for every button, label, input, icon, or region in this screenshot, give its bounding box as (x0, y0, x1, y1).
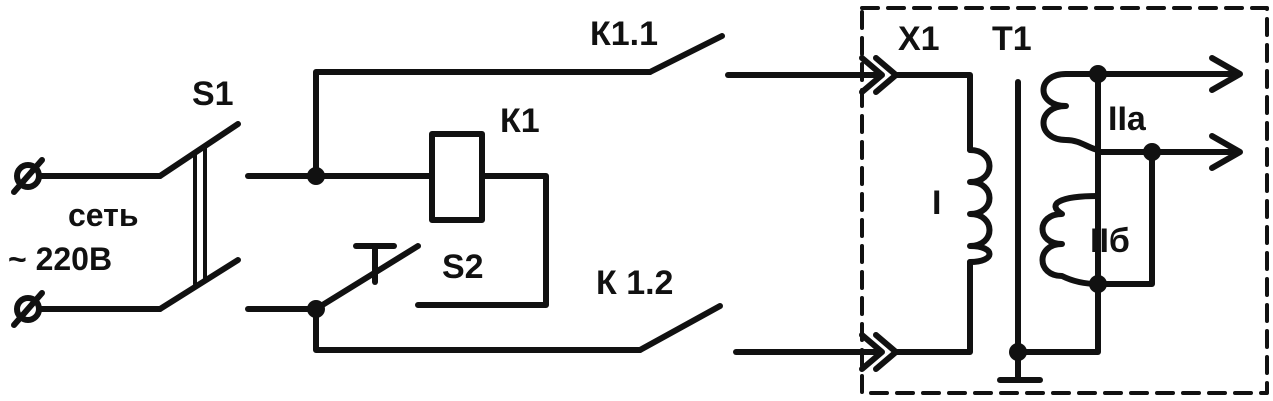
winding-secondary-iia (1040, 71, 1101, 153)
junction-dot (307, 300, 325, 318)
label-mains-line2: ~ 220В (8, 241, 112, 277)
label-t1: T1 (992, 20, 1032, 58)
junction-dot (1089, 65, 1107, 83)
junction-dot (1009, 343, 1027, 361)
label-winding-iib: IIб (1090, 222, 1130, 260)
label-k1: К1 (500, 102, 540, 140)
wire-coil-return (415, 173, 549, 308)
contact-k1-2 (637, 303, 723, 353)
label-s1: S1 (192, 75, 234, 113)
label-k1-2: К 1.2 (596, 264, 673, 302)
junction-dot (307, 167, 325, 185)
label-x1: X1 (898, 20, 940, 58)
label-winding-i: I (932, 184, 941, 222)
wire-tap-iib (1095, 149, 1155, 287)
winding-primary-i (967, 147, 993, 265)
junction-dot (1143, 143, 1161, 161)
enclosure-dashed (860, 6, 1269, 395)
label-winding-iia: IIа (1108, 100, 1147, 138)
output-arrow-middle (1209, 133, 1243, 171)
pushbutton-s2 (313, 243, 421, 312)
wire-top-rail (313, 69, 653, 179)
wire-primary-top (893, 72, 973, 153)
label-k1-1: К1.1 (590, 15, 658, 53)
wire-bottom-rail (313, 306, 643, 353)
relay-coil-k1 (429, 131, 485, 223)
label-s2: S2 (442, 248, 484, 286)
contact-k1-1 (647, 33, 725, 75)
label-mains-line1: сеть (68, 197, 139, 233)
output-arrow-top (1209, 55, 1243, 93)
winding-secondary-iib (1039, 193, 1101, 287)
switch-s1 (157, 121, 241, 312)
wire-secondary-bottom (1015, 281, 1101, 355)
junction-dot (1089, 275, 1107, 293)
wire-primary-bottom (893, 259, 973, 355)
